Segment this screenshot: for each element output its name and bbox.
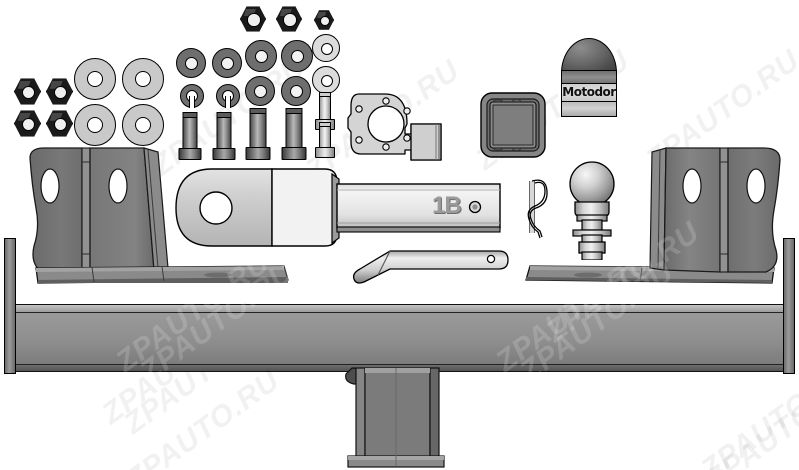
large-washer-1	[74, 58, 116, 100]
washer-bore	[185, 57, 198, 70]
flange-plate	[347, 93, 442, 161]
cover-brand-text: Motodor	[562, 85, 616, 99]
nut-bore	[53, 117, 68, 132]
washer-bore	[135, 71, 151, 87]
hex-nut-mid-1	[245, 76, 275, 106]
bolt-head	[315, 147, 335, 158]
hex-bolt-dark-2	[212, 112, 236, 160]
hex-nut-black-3	[14, 110, 41, 137]
nut-highlight	[49, 112, 63, 121]
bolt-tip	[285, 108, 303, 114]
washer-bore	[221, 57, 234, 70]
nut-bore	[21, 85, 36, 100]
bolt-tip	[319, 92, 331, 97]
nut-highlight	[17, 112, 31, 121]
washer-bore	[87, 71, 103, 87]
washer-bore	[291, 50, 304, 63]
nut-highlight	[279, 8, 293, 17]
crossbar-end-right	[783, 238, 795, 374]
bolt-head	[178, 148, 202, 160]
washer-bore	[321, 75, 333, 87]
split-gap	[189, 96, 195, 108]
hex-nut-black-top-2	[276, 6, 302, 32]
nut-highlight	[243, 8, 257, 17]
nut-highlight	[49, 80, 63, 89]
nut-bore	[319, 15, 331, 27]
hitch-pin	[352, 250, 509, 284]
cover-dome	[561, 38, 617, 73]
hex-bolt-zinc-2	[314, 122, 336, 158]
washer-bore	[135, 117, 151, 133]
nut-highlight	[17, 80, 31, 89]
large-washer-3	[74, 104, 116, 146]
hex-bolt-dark-3	[245, 108, 271, 160]
nut-highlight	[316, 12, 327, 18]
r-clip-pin	[527, 179, 548, 239]
flat-washer-2	[212, 48, 242, 78]
washer-bore	[255, 50, 268, 63]
nut-bore	[290, 85, 303, 98]
square-cap	[480, 92, 546, 158]
spring-washer-1	[180, 84, 204, 108]
hex-nut-black-2	[46, 78, 73, 105]
hex-nut-mid-2	[281, 76, 311, 106]
bolt-head	[245, 147, 271, 160]
watermark-8: ZPAUTO.RU	[120, 363, 287, 470]
nut-bore	[283, 13, 297, 27]
tow-ball	[569, 161, 615, 260]
hex-nut-black-4	[46, 110, 73, 137]
tow-ball-cover: Motodor	[561, 38, 617, 117]
washer-bore	[87, 117, 103, 133]
bolt-tip	[249, 108, 267, 114]
nut-bore	[247, 13, 261, 27]
cover-band-lower	[561, 101, 617, 117]
nut-bore	[21, 117, 36, 132]
hex-nut-black-1	[14, 78, 41, 105]
bolt-head	[212, 148, 236, 160]
bolt-tip	[182, 112, 198, 118]
washer-bore	[321, 43, 333, 55]
hex-nut-black-top-3	[314, 10, 334, 30]
spring-washer-2	[216, 84, 240, 108]
zinc-washer-1	[312, 34, 340, 62]
bolt-tip	[216, 112, 232, 118]
bolt-head	[281, 147, 307, 160]
flat-washer-3	[245, 40, 277, 72]
crossbar-top-edge	[9, 305, 793, 313]
flat-washer-1	[176, 48, 206, 78]
large-washer-4	[122, 104, 164, 146]
bracket-left	[29, 147, 289, 284]
receiver-box	[345, 367, 445, 468]
watermark-9: ZPAUTO.RU	[700, 363, 799, 470]
hex-bolt-dark-4	[281, 108, 307, 160]
hex-nut-black-top-1	[240, 6, 266, 32]
flat-washer-4	[281, 40, 313, 72]
drawbar-stamp: 1B	[432, 192, 462, 219]
nut-bore	[254, 85, 267, 98]
large-washer-2	[122, 58, 164, 100]
crossbar-end-left	[4, 238, 16, 374]
bolt-tip	[319, 122, 331, 127]
drawbar-tongue	[175, 168, 501, 247]
split-gap	[225, 96, 231, 108]
zinc-washer-2	[312, 66, 340, 94]
nut-bore	[53, 85, 68, 100]
hex-bolt-dark-1	[178, 112, 202, 160]
bracket-right	[525, 147, 781, 284]
